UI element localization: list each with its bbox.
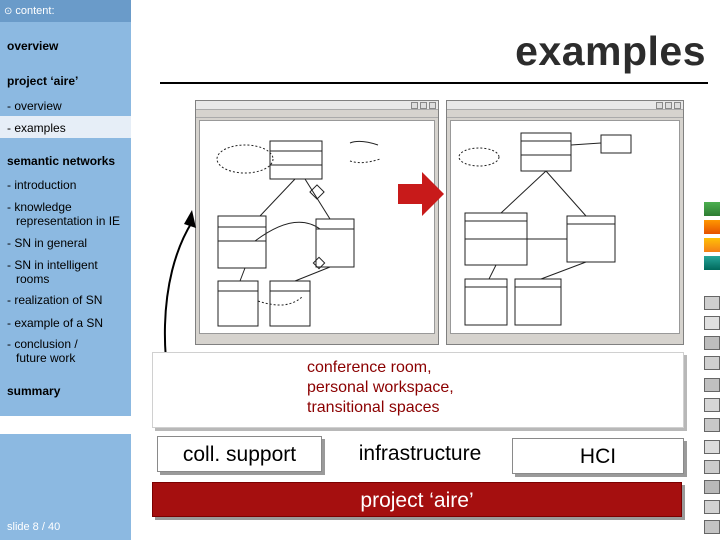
label-infrastructure: infrastructure <box>358 442 482 465</box>
gear-icon[interactable] <box>704 520 720 534</box>
sidebar-item-label: - knowledge <box>7 200 72 214</box>
label-coll-support: coll. support <box>157 436 322 472</box>
close-icon[interactable] <box>429 102 436 109</box>
description-line: conference room, <box>307 359 432 376</box>
tool-icon[interactable] <box>704 460 720 474</box>
sidebar-item-introduction[interactable]: - introduction <box>7 178 77 192</box>
sidebar-blue-block <box>0 434 131 540</box>
app-icon[interactable] <box>704 256 720 270</box>
title-divider <box>160 82 708 84</box>
sidebar-item-label: rooms <box>16 272 50 286</box>
circle-icon: ⊙ <box>4 6 13 17</box>
diagram-drawing <box>458 132 632 326</box>
sidebar-item-example-sn[interactable]: - example of a SN <box>7 316 104 330</box>
app-icon[interactable] <box>704 238 720 252</box>
description-text: conference room, personal workspace, tra… <box>307 358 547 418</box>
sidebar-section-project[interactable]: project ‘aire’ <box>7 74 79 88</box>
sidebar-section-overview[interactable]: overview <box>7 39 59 53</box>
sidebar-item-knowledge-representation[interactable]: - knowledge representation in IE <box>7 200 129 228</box>
sidebar-header-label: content: <box>15 5 55 17</box>
chart-icon[interactable] <box>704 336 720 350</box>
project-bar: project ‘aire’ <box>152 482 682 517</box>
right-arrow-icon <box>398 172 444 216</box>
sidebar-header: ⊙content: <box>0 0 131 22</box>
tool-icon[interactable] <box>704 500 720 514</box>
minimize-icon[interactable] <box>411 102 418 109</box>
sidebar-blue-block <box>0 22 131 116</box>
sort-icon[interactable] <box>704 378 720 392</box>
edit-icon[interactable] <box>704 418 720 432</box>
slide-counter: slide 8 / 40 <box>7 521 61 533</box>
sidebar-item-label: - SN in intelligent <box>7 258 98 272</box>
sketch-drawing <box>216 140 381 327</box>
app-icon[interactable] <box>704 220 720 234</box>
window-titlebar <box>447 101 683 110</box>
sidebar-item-realization[interactable]: - realization of SN <box>7 293 103 307</box>
sidebar-blue-block <box>0 138 131 416</box>
page-title: examples <box>515 28 706 74</box>
description-line: transitional spaces <box>307 399 440 416</box>
sidebar-item-label: representation in IE <box>16 214 121 228</box>
help-icon[interactable] <box>704 356 720 370</box>
sidebar-item-sn-intelligent-rooms[interactable]: - SN in intelligent rooms <box>7 258 129 286</box>
sidebar-section-semantic-networks[interactable]: semantic networks <box>7 154 116 168</box>
window-menubar <box>196 110 438 118</box>
tool-icon[interactable] <box>704 480 720 494</box>
sidebar-item-label: future work <box>16 351 76 365</box>
sidebar-item-label: - conclusion / <box>7 337 78 351</box>
window-menubar <box>447 110 683 118</box>
sketch-window-right <box>446 100 684 345</box>
sketch-canvas <box>199 120 435 334</box>
maximize-icon[interactable] <box>665 102 672 109</box>
minimize-icon[interactable] <box>656 102 663 109</box>
sidebar-highlight-strip <box>0 116 131 138</box>
label-hci: HCI <box>512 438 684 474</box>
gear-icon[interactable] <box>704 440 720 454</box>
sidebar-section-summary[interactable]: summary <box>7 384 61 398</box>
window-icon[interactable] <box>704 296 720 310</box>
tool-icon[interactable] <box>704 398 720 412</box>
window-titlebar <box>196 101 438 110</box>
description-box <box>152 352 684 428</box>
sidebar: ⊙content: overview project ‘aire’ - over… <box>0 0 131 540</box>
sketch-window-left <box>195 100 439 345</box>
app-icon[interactable] <box>704 202 720 216</box>
close-icon[interactable] <box>674 102 681 109</box>
document-icon[interactable] <box>704 316 720 330</box>
sidebar-item-examples[interactable]: - examples <box>7 121 66 135</box>
sidebar-item-sn-in-general[interactable]: - SN in general <box>7 236 88 250</box>
maximize-icon[interactable] <box>420 102 427 109</box>
sidebar-item-conclusion[interactable]: - conclusion / future work <box>7 337 129 365</box>
description-line: personal workspace, <box>307 379 454 396</box>
diagram-canvas <box>450 120 680 334</box>
sidebar-item-overview[interactable]: - overview <box>7 99 62 113</box>
